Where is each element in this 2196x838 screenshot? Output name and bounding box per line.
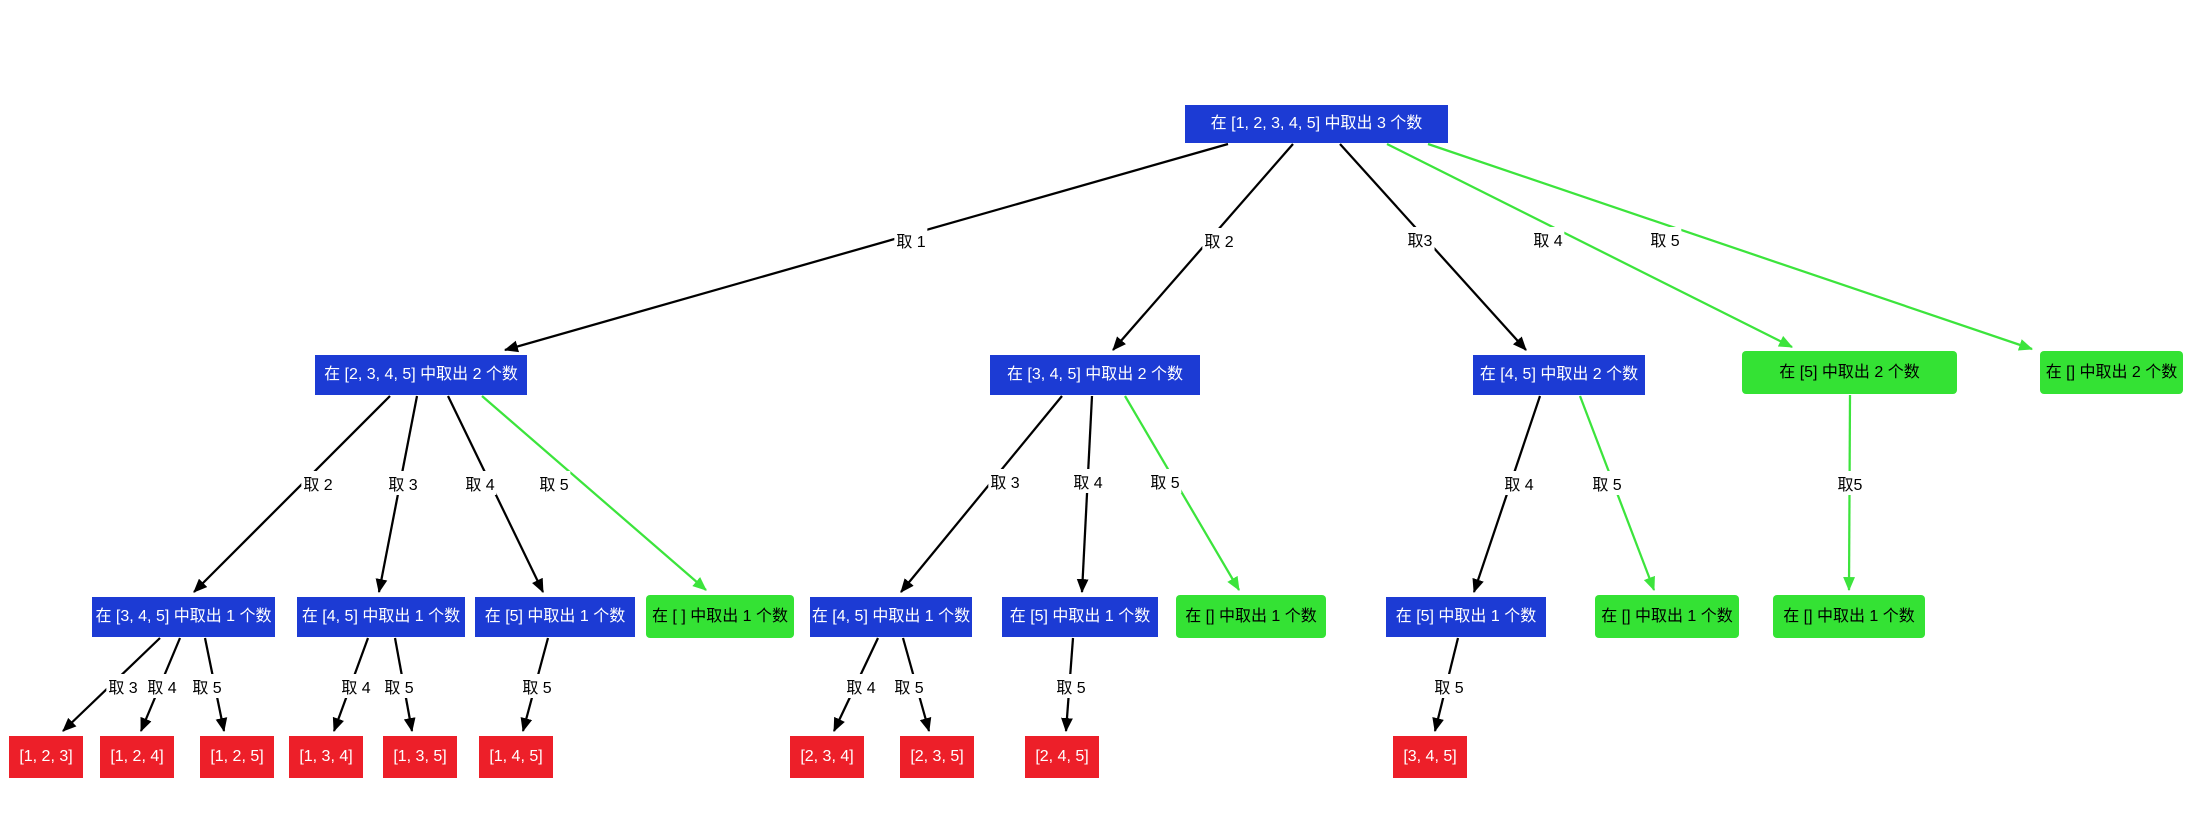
node-pick1-from-45-b: 在 [4, 5] 中取出 1 个数	[810, 597, 972, 637]
node-result-235: [2, 3, 5]	[900, 736, 974, 778]
edge-label-n1-a4: 取 5	[537, 471, 571, 495]
node-result-123: [1, 2, 3]	[9, 736, 83, 778]
edge-n1-to-a4	[481, 395, 707, 591]
edge-n2-to-b3	[1124, 395, 1240, 591]
node-pick1-from-empty-c: 在 [] 中取出 1 个数	[1595, 595, 1739, 638]
edge-label-a2-l5: 取 5	[382, 674, 416, 698]
edge-root-to-n4	[1386, 142, 1793, 349]
edge-label-root-n2: 取 2	[1202, 228, 1236, 252]
node-result-245: [2, 4, 5]	[1025, 736, 1099, 778]
edge-label-root-n5: 取 5	[1648, 227, 1682, 251]
edge-label-n2-b2: 取 4	[1071, 469, 1105, 493]
node-result-124: [1, 2, 4]	[100, 736, 174, 778]
edge-label-a3-l6: 取 5	[520, 674, 554, 698]
edge-root-to-n1	[503, 142, 1229, 353]
node-pick2-from-5: 在 [5] 中取出 2 个数	[1742, 351, 1957, 394]
edge-label-n1-a2: 取 3	[386, 471, 420, 495]
node-pick2-from-345: 在 [3, 4, 5] 中取出 2 个数	[990, 355, 1200, 395]
edge-label-root-n3: 取3	[1405, 227, 1435, 251]
node-pick2-from-2345: 在 [2, 3, 4, 5] 中取出 2 个数	[315, 355, 527, 395]
node-pick2-from-45: 在 [4, 5] 中取出 2 个数	[1473, 355, 1645, 395]
node-pick1-from-5-b: 在 [5] 中取出 1 个数	[1002, 597, 1158, 637]
edge-label-n4-d1: 取5	[1835, 471, 1865, 495]
edge-label-a2-l4: 取 4	[339, 674, 373, 698]
edge-root-to-n5	[1427, 142, 2034, 351]
edge-label-c1-l10: 取 5	[1432, 674, 1466, 698]
node-result-345: [3, 4, 5]	[1393, 736, 1467, 778]
edge-label-root-n4: 取 4	[1531, 227, 1565, 251]
node-result-145: [1, 4, 5]	[479, 736, 553, 778]
node-result-135: [1, 3, 5]	[383, 736, 457, 778]
node-result-125: [1, 2, 5]	[200, 736, 274, 778]
node-result-134: [1, 3, 4]	[289, 736, 363, 778]
edge-label-b1-l7: 取 4	[844, 674, 878, 698]
edge-n2-to-b1	[900, 395, 1063, 593]
edge-label-n2-b1: 取 3	[988, 469, 1022, 493]
edge-label-n1-a3: 取 4	[463, 471, 497, 495]
node-pick1-from-empty-b: 在 [] 中取出 1 个数	[1176, 595, 1326, 638]
edge-label-a1-l3: 取 5	[190, 674, 224, 698]
edge-label-n1-a1: 取 2	[301, 471, 335, 495]
edge-n1-to-a1	[193, 395, 391, 593]
node-pick1-from-empty-d: 在 [] 中取出 1 个数	[1773, 595, 1925, 638]
node-pick1-from-5-c: 在 [5] 中取出 1 个数	[1386, 597, 1546, 637]
node-result-234: [2, 3, 4]	[790, 736, 864, 778]
edge-label-b1-l8: 取 5	[892, 674, 926, 698]
node-pick1-from-5-a: 在 [5] 中取出 1 个数	[475, 597, 635, 637]
node-pick1-from-45-a: 在 [4, 5] 中取出 1 个数	[297, 597, 465, 637]
node-pick1-from-empty-a: 在 [ ] 中取出 1 个数	[646, 595, 794, 638]
node-pick1-from-345-a: 在 [3, 4, 5] 中取出 1 个数	[92, 597, 275, 637]
node-root-pick3-from-12345: 在 [1, 2, 3, 4, 5] 中取出 3 个数	[1185, 105, 1448, 143]
edge-label-b2-l9: 取 5	[1054, 674, 1088, 698]
edge-label-a1-l1: 取 3	[106, 674, 140, 698]
edge-label-a1-l2: 取 4	[145, 674, 179, 698]
node-pick2-from-empty: 在 [] 中取出 2 个数	[2040, 351, 2183, 394]
edge-n2-to-b2	[1076, 395, 1094, 594]
edge-label-n3-c2: 取 5	[1590, 471, 1624, 495]
edge-label-n3-c1: 取 4	[1502, 471, 1536, 495]
edge-label-n2-b3: 取 5	[1148, 469, 1182, 493]
edge-label-root-n1: 取 1	[894, 228, 928, 252]
